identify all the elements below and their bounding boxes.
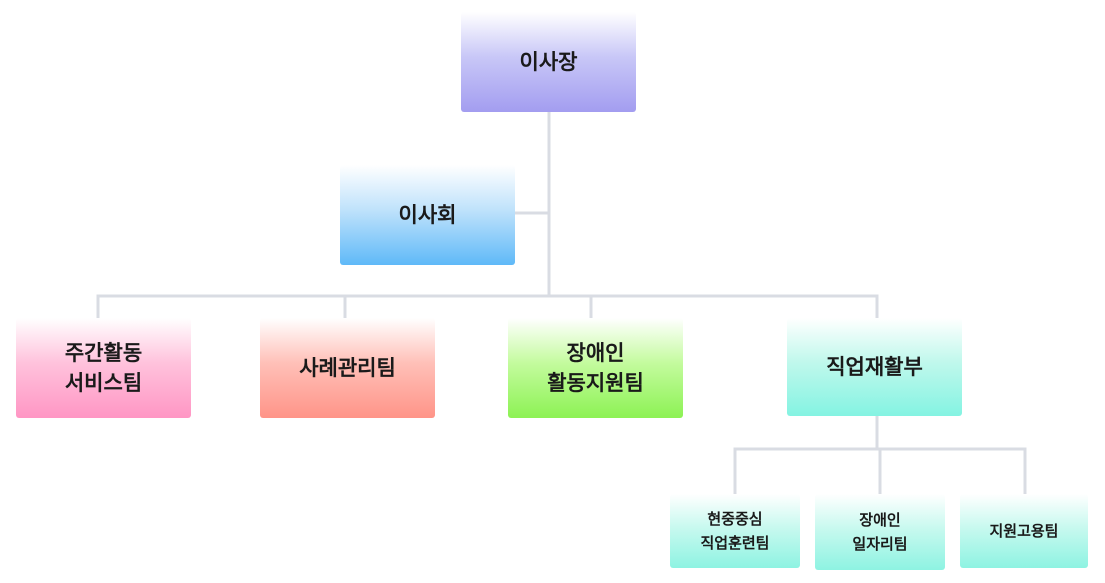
board-node: 이사회 — [340, 165, 515, 265]
disability-jobs-label-line1: 장애인 — [859, 511, 901, 529]
day-activity-team-node: 주간활동 서비스팀 — [16, 318, 191, 418]
employment-support-label: 지원고용팀 — [989, 522, 1059, 540]
disability-activity-label-line2: 활동지원팀 — [547, 371, 644, 395]
vocational-rehab-dept-node: 직업재활부 — [787, 318, 962, 416]
day-activity-label-line1: 주간활동 — [64, 341, 143, 365]
disability-jobs-label-line2: 일자리팀 — [852, 535, 908, 553]
onsite-training-label-line2: 직업훈련팀 — [700, 534, 770, 552]
disability-activity-label-line1: 장애인 — [566, 341, 625, 365]
onsite-training-label-line1: 현중중심 — [707, 510, 763, 528]
case-management-label: 사례관리팀 — [299, 356, 396, 380]
disability-activity-team-node: 장애인 활동지원팀 — [508, 318, 683, 418]
chairman-label: 이사장 — [519, 50, 578, 74]
employment-support-team-node: 지원고용팀 — [960, 494, 1088, 568]
chairman-node: 이사장 — [461, 12, 636, 112]
vocational-rehab-label: 직업재활부 — [826, 355, 923, 379]
onsite-training-team-node: 현중중심 직업훈련팀 — [670, 494, 800, 568]
day-activity-label-line2: 서비스팀 — [64, 371, 143, 395]
case-management-team-node: 사례관리팀 — [260, 318, 435, 418]
board-label: 이사회 — [398, 203, 457, 227]
disability-jobs-team-node: 장애인 일자리팀 — [815, 494, 945, 570]
